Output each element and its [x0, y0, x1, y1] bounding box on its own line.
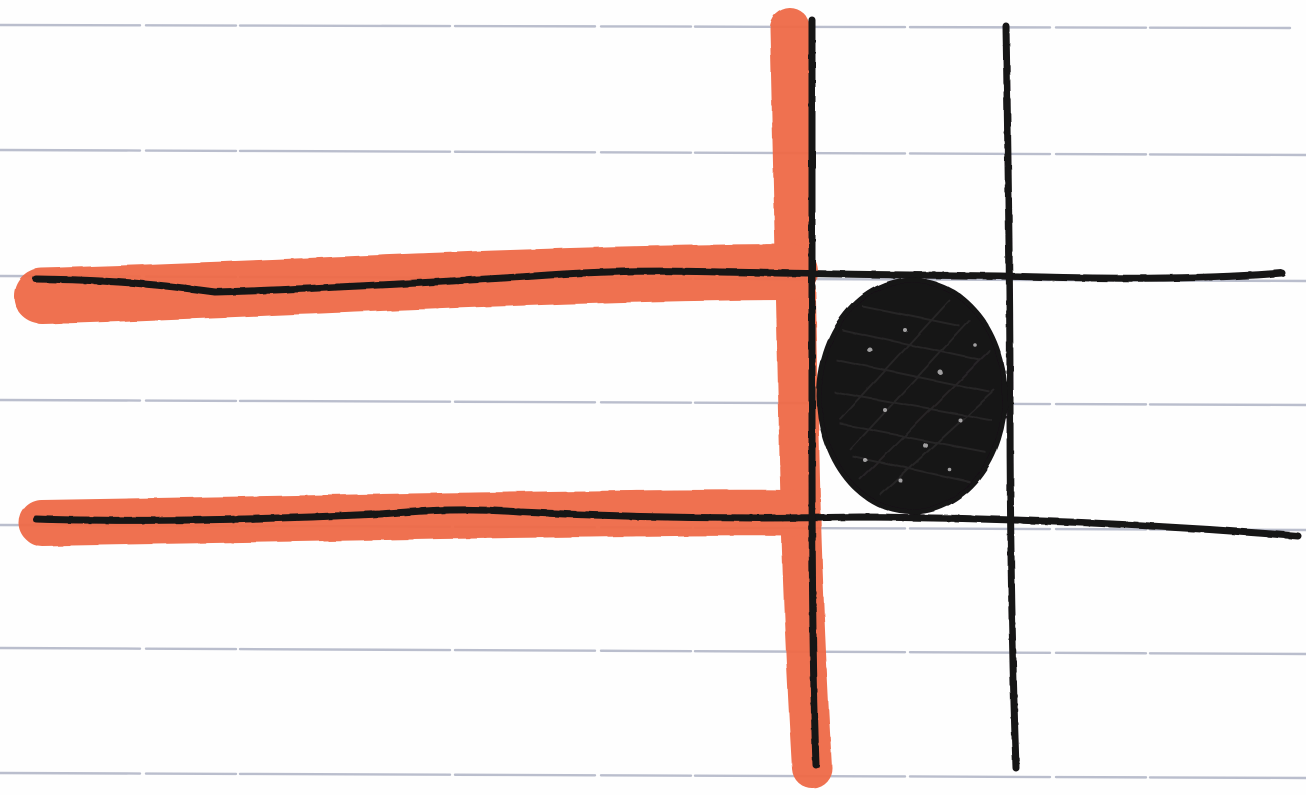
ink-left-vertical [812, 20, 816, 765]
filled-black-circle [819, 280, 1005, 512]
